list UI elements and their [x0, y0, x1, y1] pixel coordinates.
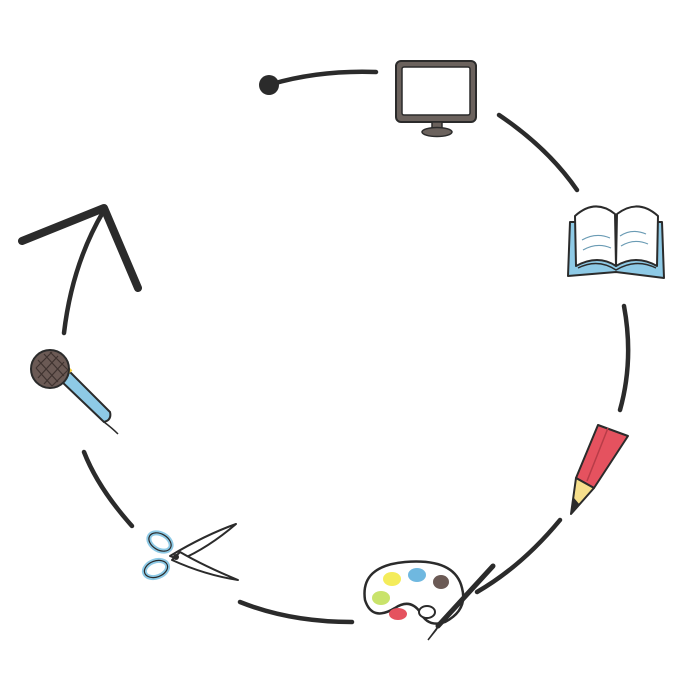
arc-monitor-to-book [496, 112, 580, 193]
scissors-icon [141, 523, 239, 581]
arc-mic-to-arrow [61, 209, 106, 336]
pencil-icon [570, 424, 629, 515]
arc-scissors-to-mic [81, 449, 135, 529]
paint-blue [408, 568, 426, 582]
paint-yellow [383, 572, 401, 586]
paint-palette-icon [363, 560, 496, 641]
arrow-head-icon [18, 204, 142, 292]
arc-start-to-monitor [269, 69, 379, 87]
cycle-arcs [61, 69, 631, 625]
open-book-icon [567, 205, 665, 279]
arc-book-to-pencil [617, 303, 631, 413]
paint-brown [433, 575, 449, 589]
arc-pencil-to-palette [474, 517, 563, 595]
monitor-icon [395, 60, 477, 138]
microphone-icon [30, 349, 119, 435]
paintbrush [435, 563, 496, 629]
start-dot [259, 75, 279, 95]
arc-palette-to-scissors [237, 599, 355, 625]
paint-red [389, 608, 407, 620]
paint-green [372, 591, 390, 605]
